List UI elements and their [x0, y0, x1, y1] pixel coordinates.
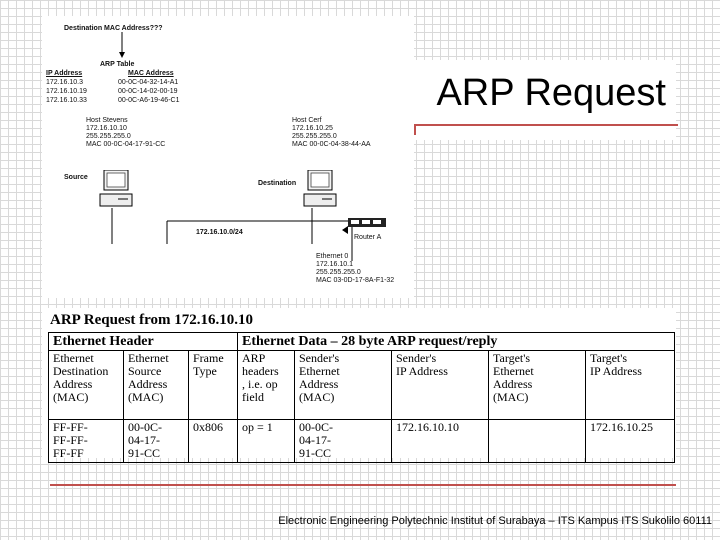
- cell-sender-ip: 172.16.10.10: [391, 419, 489, 463]
- slide-footer: Electronic Engineering Polytechnic Insti…: [278, 515, 712, 527]
- source-label: Source: [64, 174, 88, 181]
- title-area: ARP Request: [414, 60, 676, 140]
- destination-label: Destination: [258, 180, 297, 187]
- arp-row-ip: 172.16.10.33: [46, 97, 87, 104]
- router-label: Router A: [354, 234, 382, 241]
- cell-frame-type: 0x806: [188, 419, 238, 463]
- table-column-header-row: Ethernet Destination Address (MAC) Ether…: [48, 350, 675, 420]
- source-computer-icon: [98, 169, 134, 213]
- arp-request-table: Ethernet Header Ethernet Data – 28 byte …: [48, 332, 675, 463]
- col-ethernet-source: Ethernet Source Address (MAC): [123, 350, 189, 420]
- col-ethernet-destination: Ethernet Destination Address (MAC): [48, 350, 124, 420]
- arp-row-mac: 00-0C-04-32-14-A1: [118, 79, 179, 86]
- title-divider: [414, 124, 678, 135]
- cell-sender-mac: 00-0C- 04-17- 91-CC: [294, 419, 392, 463]
- col-sender-ip: Sender's IP Address: [391, 350, 489, 420]
- diagram-lines: [111, 32, 372, 261]
- table-row: FF-FF- FF-FF- FF-FF 00-0C- 04-17- 91-CC …: [48, 419, 675, 463]
- group-header-ethernet-data: Ethernet Data – 28 byte ARP request/repl…: [237, 332, 675, 351]
- group-header-ethernet-header: Ethernet Header: [48, 332, 238, 351]
- table-title: ARP Request from 172.16.10.10: [50, 312, 254, 328]
- arp-table-title: ARP Table: [100, 61, 135, 68]
- cell-ethernet-destination: FF-FF- FF-FF- FF-FF: [48, 419, 124, 463]
- col-arp-headers: ARP headers , i.e. op field: [237, 350, 295, 420]
- table-group-header-row: Ethernet Header Ethernet Data – 28 byte …: [48, 332, 675, 351]
- cell-target-mac: [488, 419, 586, 463]
- col-target-ip: Target's IP Address: [585, 350, 675, 420]
- col-frame-type: Frame Type: [188, 350, 238, 420]
- destination-computer-icon: [302, 169, 338, 213]
- cell-target-ip: 172.16.10.25: [585, 419, 675, 463]
- router-interface-info: Ethernet 0 172.16.10.1 255.255.255.0 MAC…: [316, 253, 395, 284]
- col-target-mac: Target's Ethernet Address (MAC): [488, 350, 586, 420]
- router-icon: [348, 216, 388, 235]
- arp-row-ip: 172.16.10.19: [46, 88, 87, 95]
- source-host-info: Host Stevens 172.16.10.10 255.255.255.0 …: [86, 117, 166, 148]
- slide-title: ARP Request: [436, 72, 666, 114]
- arp-row-ip: 172.16.10.3: [46, 79, 83, 86]
- network-label: 172.16.10.0/24: [196, 229, 243, 236]
- network-diagram: Destination MAC Address??? ARP Table IP …: [42, 16, 414, 298]
- destination-mac-question: Destination MAC Address???: [64, 25, 163, 32]
- arp-request-table-panel: ARP Request from 172.16.10.10 Ethernet H…: [42, 308, 676, 463]
- col-sender-mac: Sender's Ethernet Address (MAC): [294, 350, 392, 420]
- cell-arp-op: op = 1: [237, 419, 295, 463]
- arp-col-mac: MAC Address: [128, 70, 174, 77]
- destination-host-info: Host Cerf 172.16.10.25 255.255.255.0 MAC…: [292, 117, 371, 148]
- cell-ethernet-source: 00-0C- 04-17- 91-CC: [123, 419, 189, 463]
- arp-row-mac: 00-0C-14-02-00-19: [118, 88, 178, 95]
- arp-row-mac: 00-0C-A6-19-46-C1: [118, 97, 180, 104]
- arp-col-ip: IP Address: [46, 70, 83, 77]
- footer-divider: [50, 484, 676, 486]
